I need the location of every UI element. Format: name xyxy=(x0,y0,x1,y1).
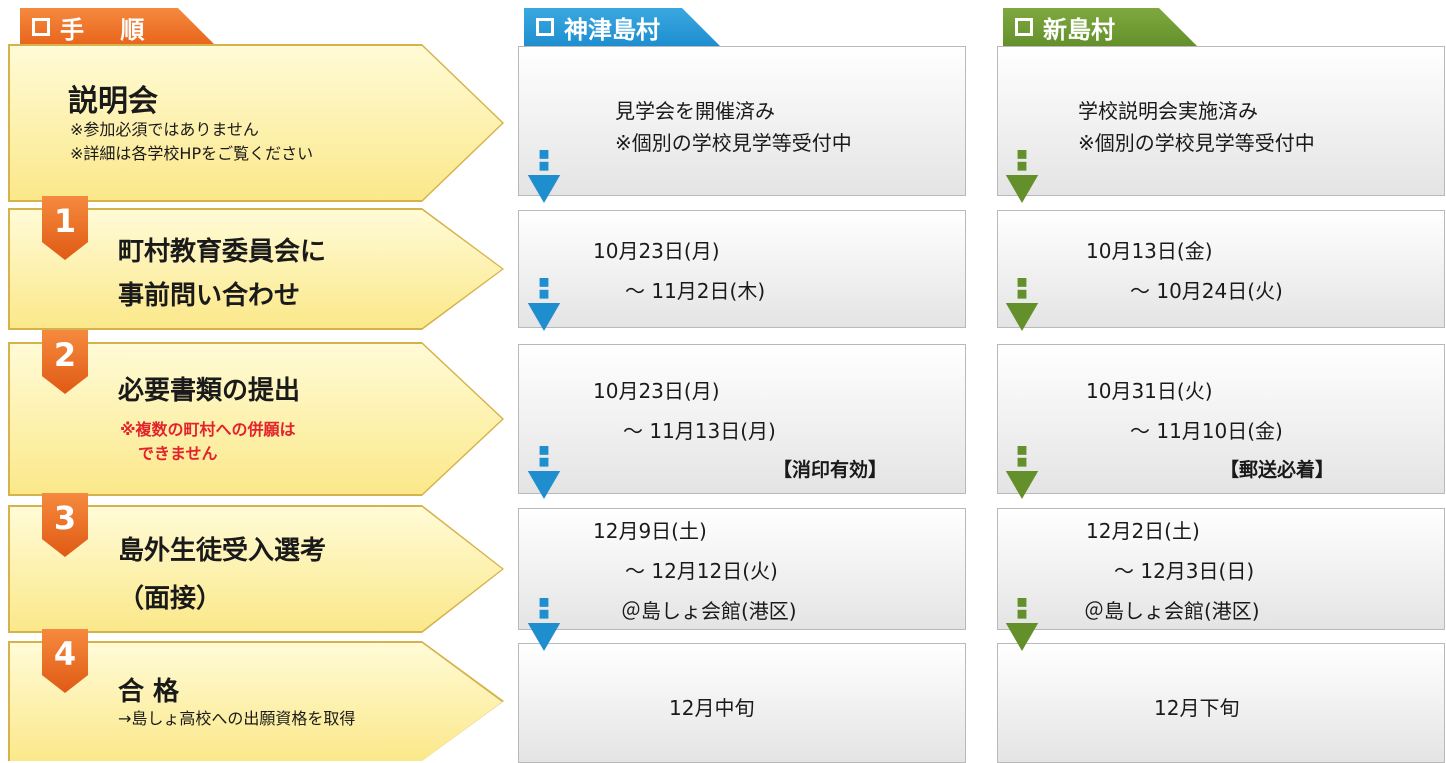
kozushima-header-tab: 神津島村 xyxy=(524,8,720,46)
step-briefing-note-line: ※詳細は各学校HPをご覧ください xyxy=(70,144,314,163)
kozushima-selection-box: 12月9日(土) ～ 12月12日(火) ＠島しょ会館(港区) xyxy=(518,508,966,630)
step-selection-title-line: （面接） xyxy=(118,584,223,614)
steps-header-tab: 手 順 xyxy=(20,8,216,46)
niijima-header-tab: 新島村 xyxy=(1003,8,1197,46)
niijima-flow-arrow xyxy=(1005,150,1039,204)
step-selection-arrow: 島外生徒受入選考 （面接） xyxy=(10,507,502,631)
kozushima-inquiry-line: ～ 11月2日(木) xyxy=(625,279,766,303)
kozushima-documents-box: 10月23日(月) ～ 11月13日(月) 【消印有効】 xyxy=(518,344,966,494)
step-briefing-arrow: 説明会 ※参加必須ではありません ※詳細は各学校HPをご覧ください xyxy=(10,46,502,200)
step-documents-arrow: 必要書類の提出 ※複数の町村への併願は できません xyxy=(10,344,502,494)
niijima-flow-arrow xyxy=(1005,598,1039,652)
step-documents-note-line: ※複数の町村への併願は xyxy=(120,420,296,439)
niijima-postal-note: 【郵送必着】 xyxy=(1220,459,1335,481)
kozushima-briefing-line: ※個別の学校見学等受付中 xyxy=(615,131,852,155)
step-documents-note: ※複数の町村への併願は できません xyxy=(120,418,296,466)
kozushima-postmark-note: 【消印有効】 xyxy=(773,459,888,481)
kozushima-flow-arrow xyxy=(527,150,561,204)
kozushima-selection-line: ～ 12月12日(火) xyxy=(625,559,778,583)
niijima-flow-arrow xyxy=(1005,278,1039,332)
kozushima-flow-arrow xyxy=(527,598,561,652)
kozushima-selection-venue: ＠島しょ会館(港区) xyxy=(621,599,797,623)
step-briefing-note-line: ※参加必須ではありません xyxy=(70,120,259,139)
kozushima-inquiry-line: 10月23日(月) xyxy=(593,239,720,263)
kozushima-documents-line: ～ 11月13日(月) xyxy=(623,419,776,443)
step-inquiry-title-line: 事前問い合わせ xyxy=(118,281,301,311)
kozushima-documents-line: 10月23日(月) xyxy=(593,379,720,403)
step-documents-note-line: できません xyxy=(138,444,218,463)
niijima-documents-line: ～ 11月10日(金) xyxy=(1130,419,1283,443)
step-documents-title: 必要書類の提出 xyxy=(118,376,301,406)
niijima-selection-line: 12月2日(土) xyxy=(1086,519,1200,543)
kozushima-header-label: 神津島村 xyxy=(564,15,660,44)
square-icon xyxy=(32,18,50,36)
step-pass-note: →島しょ高校への出願資格を取得 xyxy=(118,709,356,728)
kozushima-inquiry-box: 10月23日(月) ～ 11月2日(木) xyxy=(518,210,966,328)
niijima-briefing-line: 学校説明会実施済み xyxy=(1078,99,1258,123)
niijima-flow-arrow xyxy=(1005,446,1039,500)
kozushima-pass-text: 12月中旬 xyxy=(669,696,755,720)
steps-header-label: 手 順 xyxy=(60,15,159,44)
niijima-selection-venue: ＠島しょ会館(港区) xyxy=(1084,599,1260,623)
kozushima-selection-line: 12月9日(土) xyxy=(593,519,707,543)
niijima-inquiry-line: ～ 10月24日(火) xyxy=(1130,279,1283,303)
step-inquiry-arrow: 町村教育委員会に 事前問い合わせ xyxy=(10,210,502,328)
step-inquiry-title-line: 町村教育委員会に xyxy=(118,237,327,267)
step-selection-title-line: 島外生徒受入選考 xyxy=(118,536,327,566)
niijima-selection-box: 12月2日(土) ～ 12月3日(日) ＠島しょ会館(港区) xyxy=(997,508,1445,630)
kozushima-briefing-box: 見学会を開催済み ※個別の学校見学等受付中 xyxy=(518,46,966,196)
step-inquiry-title: 町村教育委員会に 事前問い合わせ xyxy=(118,230,326,318)
step-number-badge: 1 xyxy=(42,196,88,260)
niijima-documents-box: 10月31日(火) ～ 11月10日(金) 【郵送必着】 xyxy=(997,344,1445,494)
niijima-selection-line: ～ 12月3日(日) xyxy=(1114,559,1255,583)
niijima-documents-line: 10月31日(火) xyxy=(1086,379,1213,403)
step-pass-arrow: 合 格 →島しょ高校への出願資格を取得 xyxy=(10,643,502,761)
kozushima-pass-box: 12月中旬 xyxy=(518,643,966,763)
niijima-pass-text: 12月下旬 xyxy=(1154,696,1240,720)
step-pass-title: 合 格 xyxy=(118,677,180,707)
niijima-briefing-box: 学校説明会実施済み ※個別の学校見学等受付中 xyxy=(997,46,1445,196)
niijima-header-label: 新島村 xyxy=(1043,15,1115,44)
niijima-inquiry-box: 10月13日(金) ～ 10月24日(火) xyxy=(997,210,1445,328)
niijima-briefing-line: ※個別の学校見学等受付中 xyxy=(1078,131,1315,155)
kozushima-briefing-line: 見学会を開催済み xyxy=(615,99,775,123)
niijima-inquiry-line: 10月13日(金) xyxy=(1086,239,1213,263)
step-briefing-note: ※参加必須ではありません ※詳細は各学校HPをご覧ください xyxy=(70,118,313,166)
niijima-pass-box: 12月下旬 xyxy=(997,643,1445,763)
step-selection-title: 島外生徒受入選考 （面接） xyxy=(118,527,326,623)
step-briefing-title: 説明会 xyxy=(68,84,158,119)
square-icon xyxy=(1015,18,1033,36)
kozushima-flow-arrow xyxy=(527,278,561,332)
kozushima-flow-arrow xyxy=(527,446,561,500)
square-icon xyxy=(536,18,554,36)
